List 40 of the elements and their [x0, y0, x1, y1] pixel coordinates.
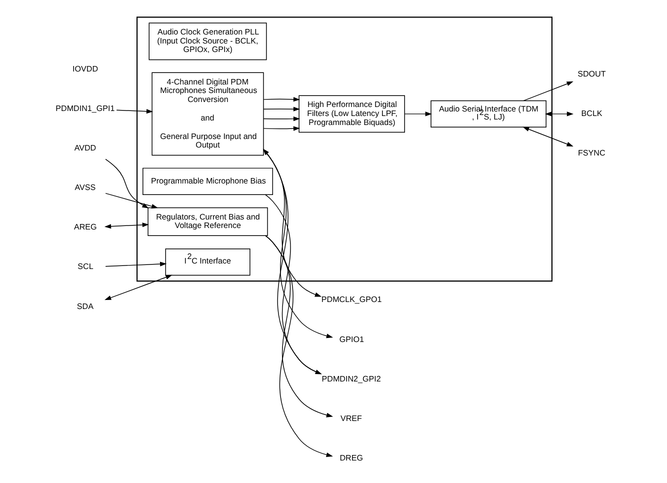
- arrow: [265, 235, 333, 458]
- arrow: [522, 126, 574, 146]
- arrow: [105, 192, 158, 208]
- arrow: [263, 106, 300, 112]
- arrow: [263, 150, 322, 297]
- arrow: [116, 109, 154, 114]
- node-text: PDMDIN1_GPI1: [56, 104, 115, 113]
- node-text: AVSS: [74, 183, 96, 192]
- node-text: VREF: [340, 414, 362, 423]
- node-text: AREG: [74, 222, 97, 232]
- node-text: PDMDIN2_GPI2: [322, 374, 381, 384]
- arrow: [265, 235, 334, 418]
- node-text: SDA: [76, 302, 94, 311]
- node-text: FSYNC: [578, 148, 606, 158]
- node-box: Programmable Microphone Bias: [142, 168, 274, 195]
- node-box: Regulators, Current Bias and Voltage Reference: [148, 207, 268, 236]
- arrow: [262, 148, 322, 374]
- arrow: [404, 112, 432, 116]
- arrow: [263, 97, 300, 102]
- arrow: [263, 126, 300, 131]
- arrow: [544, 112, 574, 116]
- node-text: AVDD: [74, 143, 96, 152]
- node-box: High Performance Digital Filters (Low Latency LPF, Programmable Biquads): [298, 95, 405, 133]
- node-text: SDOUT: [578, 69, 606, 78]
- node-text: IOVDD: [72, 64, 98, 74]
- node-text: PDMCLK_GPO1: [321, 295, 382, 304]
- arrow: [105, 262, 167, 267]
- arrow: [523, 81, 574, 102]
- node-text: GPIO1: [339, 334, 364, 344]
- arrow: [263, 150, 334, 338]
- node-text: BCLK: [581, 109, 602, 118]
- connector: [265, 194, 322, 374]
- arrow: [105, 158, 149, 208]
- arrow: [104, 222, 149, 229]
- arrow: [263, 116, 300, 122]
- node-box: 4-Channel Digital PDM Microphones Simultaneous Conversion and General Purpose Input and Output: [152, 72, 264, 156]
- arrow: [104, 274, 172, 300]
- node-box: Audio Clock Generation PLL (Input Clock Source - BCLK, GPIOx, GPIx): [148, 22, 267, 60]
- node-text: DREG: [340, 454, 363, 463]
- node-text: SCL: [78, 262, 94, 272]
